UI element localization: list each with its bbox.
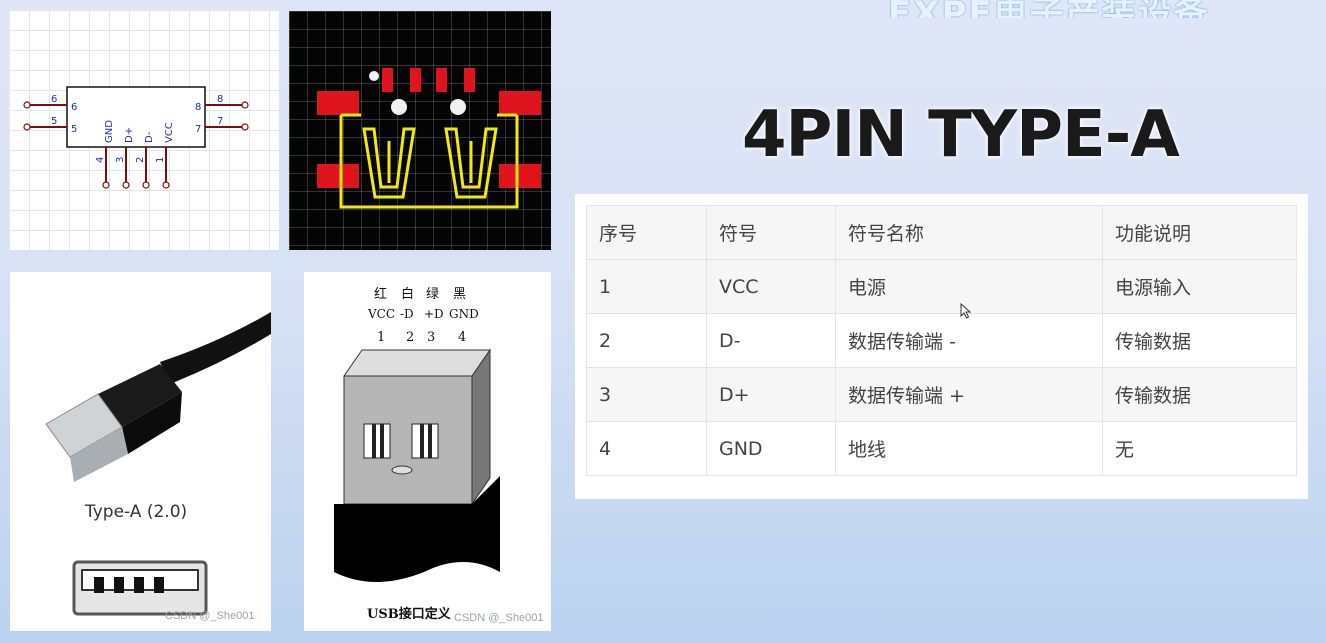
pad-1 <box>382 68 393 92</box>
cell-index: 3 <box>586 367 707 422</box>
usb-pinout-svg: 红 白 绿 黑 VCC -D +D GND 1 2 3 4 USB接口定义 <box>334 286 500 622</box>
color-label-4: 黑 <box>453 287 466 302</box>
cell-symbol: GND <box>706 421 836 476</box>
cell-index: 4 <box>586 421 707 476</box>
signal-label-1: VCC <box>367 307 395 321</box>
inner-label-right-1: 8 <box>195 102 201 113</box>
pin-number-1: 1 <box>155 157 166 163</box>
locating-hole-left <box>391 99 407 115</box>
color-label-2: 白 <box>401 286 414 302</box>
color-label-3: 绿 <box>426 287 439 302</box>
pin-label-right-2: 7 <box>217 116 223 127</box>
pin-number-3: 3 <box>115 157 126 163</box>
schematic-symbol-image: 6 5 8 7 6 5 8 7 4 3 2 1 GND D+ D- VCC <box>9 10 279 250</box>
watermark-left: CSDN @_She001 <box>165 610 255 622</box>
pin-num-4: 4 <box>458 330 466 345</box>
mount-pad-bl <box>317 164 359 188</box>
component-body <box>66 86 206 148</box>
shell-dimple <box>391 465 413 475</box>
signal-label-4: GND <box>449 307 479 321</box>
pin-definition-table-card: 序号 符号 符号名称 功能说明 1 VCC 电源 电源输入 2 D- 数据传输端… <box>575 194 1308 499</box>
pcb-footprint-image <box>289 11 551 250</box>
metal-shell-side <box>70 427 128 482</box>
silk-slot-left <box>362 127 416 199</box>
pad-4 <box>464 68 475 92</box>
cell-symbol: VCC <box>706 259 836 314</box>
silk-slot-right <box>444 127 498 199</box>
plug-housing-top <box>98 364 182 427</box>
cell-symbol: D+ <box>706 367 836 422</box>
cell-symbol: D- <box>706 313 836 368</box>
plug-housing-side <box>122 392 182 454</box>
table-row: 3 D+ 数据传输端 + 传输数据 <box>586 367 1297 422</box>
cell-function: 传输数据 <box>1102 313 1297 368</box>
header-index: 序号 <box>586 205 707 260</box>
inner-label-right-2: 7 <box>195 124 201 135</box>
pin1-marker <box>369 71 379 81</box>
cable <box>160 312 271 384</box>
pad-3 <box>436 68 447 92</box>
header-symbol-name: 符号名称 <box>835 205 1103 260</box>
cell-index: 2 <box>586 313 707 368</box>
cell-index: 1 <box>586 259 707 314</box>
shell-side <box>471 348 491 506</box>
cell-function: 无 <box>1102 421 1297 476</box>
inner-label-left-2: 5 <box>71 124 77 135</box>
signal-label-2: -D <box>400 307 414 321</box>
pin-num-3: 3 <box>427 330 435 345</box>
footprint-svg <box>317 68 541 209</box>
table-header-row: 序号 符号 符号名称 功能说明 <box>586 205 1297 260</box>
silkscreen-outline <box>339 115 519 209</box>
pad-2 <box>410 68 421 92</box>
pin-num-2: 2 <box>406 330 414 345</box>
schematic-svg: 6 5 8 7 6 5 8 7 4 3 2 1 GND D+ D- VCC <box>23 86 249 189</box>
cell-symbol-name: 地线 <box>835 421 1103 476</box>
signal-label-3: +D <box>424 307 444 321</box>
inner-label-dplus: D+ <box>124 127 135 143</box>
mount-pad-tr <box>499 91 541 115</box>
shell-front <box>343 375 473 505</box>
inner-label-gnd: GND <box>104 120 115 143</box>
inner-label-vcc: VCC <box>164 122 175 143</box>
pin-label-left-1: 6 <box>51 94 57 105</box>
watermark-right: CSDN @_She001 <box>454 612 544 624</box>
brand-watermark: EXPE电子产装设备 <box>888 0 1326 18</box>
cell-function: 传输数据 <box>1102 367 1297 422</box>
header-symbol: 符号 <box>706 205 836 260</box>
table-row: 2 D- 数据传输端 - 传输数据 <box>586 313 1297 368</box>
plug-label: Type-A (2.0) <box>84 502 187 522</box>
color-label-1: 红 <box>374 286 387 302</box>
header-function: 功能说明 <box>1102 205 1297 260</box>
inner-label-dminus: D- <box>144 131 155 143</box>
pin-label-right-1: 8 <box>217 94 223 105</box>
shell-top <box>343 349 491 377</box>
plug-illustration: Type-A (2.0) <box>45 312 271 616</box>
slide-title: 4PIN TYPE-A <box>742 98 1180 172</box>
table-row: 1 VCC 电源 电源输入 <box>586 259 1297 314</box>
table-row: 4 GND 地线 无 <box>586 421 1297 476</box>
pin-number-4: 4 <box>95 157 106 163</box>
plug-boot <box>334 476 500 582</box>
cell-symbol-name: 电源 <box>835 259 1103 314</box>
cell-function: 电源输入 <box>1102 259 1297 314</box>
mount-pad-br <box>499 164 541 188</box>
mount-pad-tl <box>317 91 359 115</box>
cell-symbol-name: 数据传输端 - <box>835 313 1103 368</box>
mouse-cursor-icon <box>960 303 972 319</box>
pin-label-left-2: 5 <box>51 116 57 127</box>
diagram-caption: USB接口定义 <box>367 606 452 622</box>
pin-definition-table: 序号 符号 符号名称 功能说明 1 VCC 电源 电源输入 2 D- 数据传输端… <box>586 205 1297 476</box>
pin-number-2: 2 <box>135 157 146 163</box>
cell-symbol-name: 数据传输端 + <box>835 367 1103 422</box>
locating-hole-right <box>450 99 466 115</box>
type-a-plug-photo: Type-A (2.0) CSDN @_She001 <box>10 272 271 631</box>
pin-num-1: 1 <box>377 330 385 345</box>
inner-label-left-1: 6 <box>71 102 77 113</box>
usb-pinout-diagram: 红 白 绿 黑 VCC -D +D GND 1 2 3 4 USB接口定义 CS… <box>304 272 551 631</box>
